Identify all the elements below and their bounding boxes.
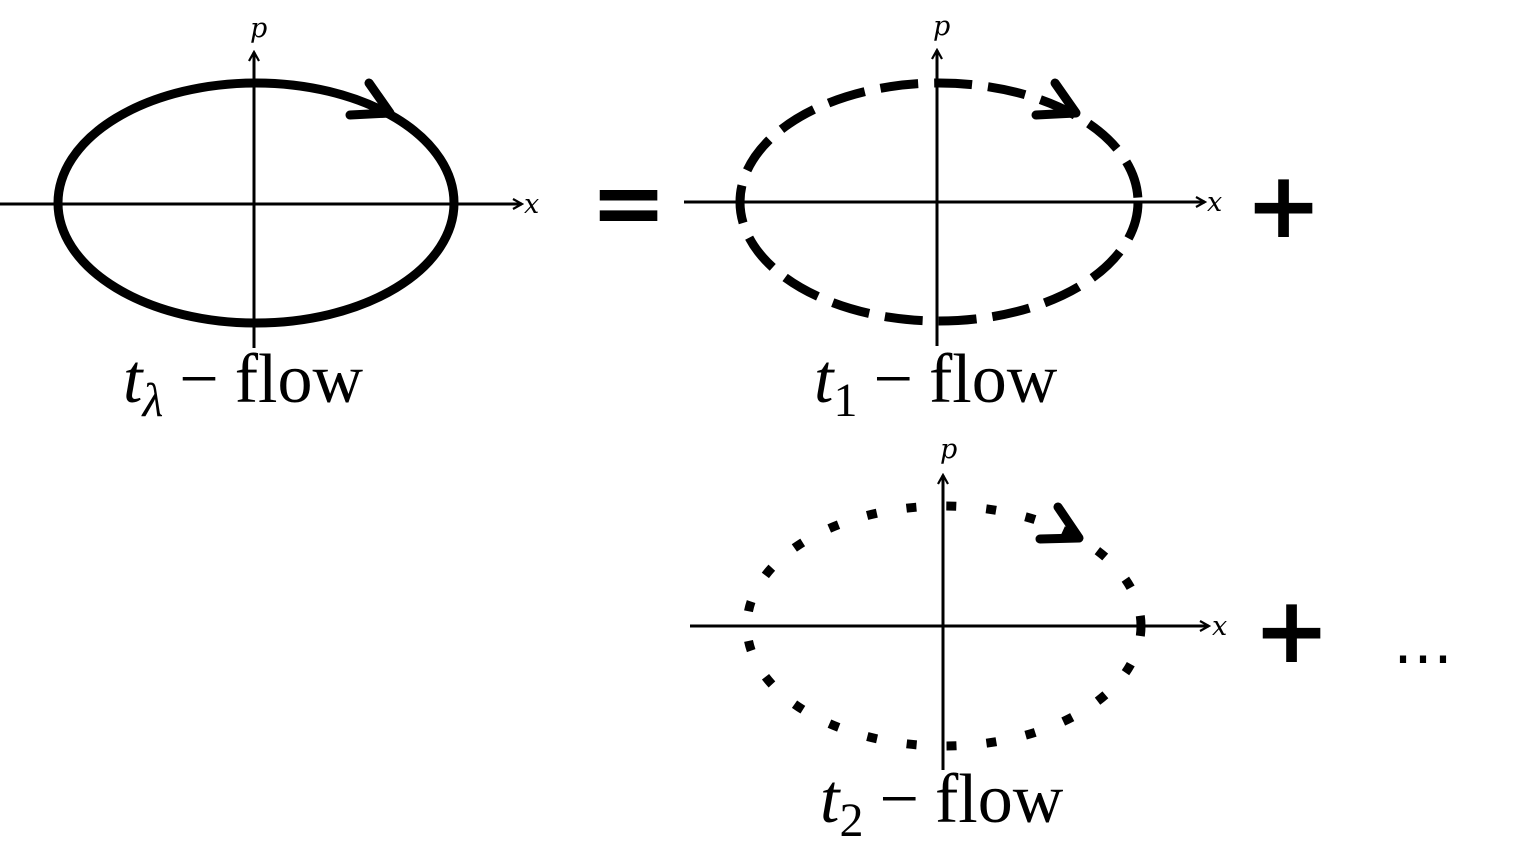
plus-sign-2: + xyxy=(1253,577,1330,684)
t-1-phase-portrait: x p t1−flow xyxy=(684,11,1222,427)
plus-sign-1: + xyxy=(1245,152,1322,259)
t-lambda-direction-arrow-icon xyxy=(345,78,395,120)
ellipsis: ⋯ xyxy=(1393,623,1453,693)
t-lambda-x-label: x xyxy=(524,189,539,220)
t-2-direction-arrow-icon xyxy=(1035,502,1084,544)
t-lambda-p-label: p xyxy=(250,13,267,44)
t-lambda-phase-portrait: x p tλ−flow xyxy=(0,13,539,427)
t-2-x-label: x xyxy=(1212,611,1227,642)
t-2-flow-label: t2−flow xyxy=(820,761,1064,844)
t-1-direction-arrow-icon xyxy=(1031,78,1081,120)
t-lambda-orbit xyxy=(53,78,459,328)
t-1-flow-label: t1−flow xyxy=(814,341,1058,427)
t-1-x-label: x xyxy=(1207,187,1222,218)
t-lambda-flow-label: tλ−flow xyxy=(123,341,363,427)
t-2-orbit xyxy=(742,501,1146,751)
t-2-phase-portrait: x p t2−flow xyxy=(690,434,1227,844)
equals-sign: = xyxy=(590,149,667,256)
t-1-p-label: p xyxy=(933,11,950,42)
t-2-p-label: p xyxy=(940,434,957,465)
t-1-orbit xyxy=(735,78,1143,326)
